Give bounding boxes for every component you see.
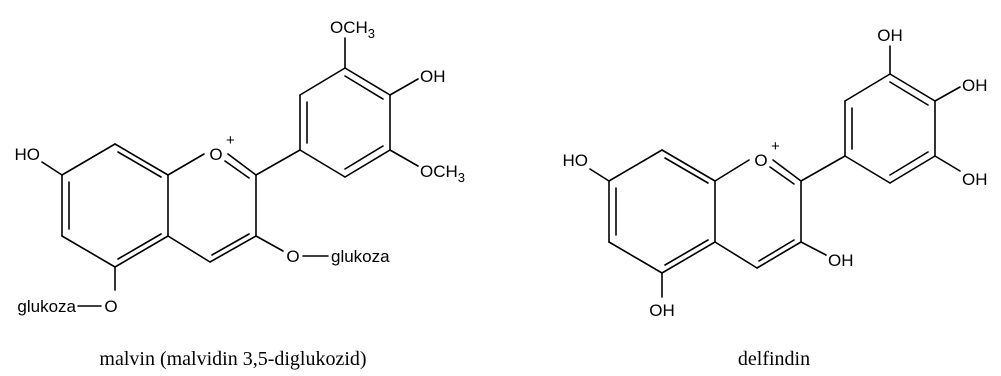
malvin-bond bbox=[255, 235, 284, 252]
malvin-bond bbox=[41, 161, 63, 176]
malvin-bond bbox=[61, 143, 116, 176]
delfinidin-bond bbox=[889, 73, 936, 102]
delfinidin-bond bbox=[934, 86, 961, 102]
malvin-label-glukoza-5: glukoza bbox=[17, 297, 76, 316]
delfinidin-bond bbox=[889, 155, 936, 184]
delfinidin-label-oh-c3: OH bbox=[828, 251, 854, 270]
malvin-label-ho: HO bbox=[15, 145, 41, 164]
delfinidin-bond bbox=[844, 73, 891, 102]
malvin-bond bbox=[389, 78, 419, 96]
malvin-bond bbox=[344, 67, 391, 96]
malvin-caption: malvin (malvidin 3,5-diglukozid) bbox=[99, 348, 366, 370]
malvin-bond bbox=[209, 235, 257, 263]
delfinidin-label-oh-top: OH bbox=[877, 26, 903, 45]
delfinidin-label-oh-c5: OH bbox=[649, 301, 675, 320]
malvin-bond bbox=[255, 149, 301, 176]
malvin-bond bbox=[114, 235, 169, 268]
delfinidin-bond bbox=[756, 241, 802, 269]
delfinidin-double-bond bbox=[889, 81, 929, 106]
malvin-double-bond bbox=[117, 233, 162, 260]
delfinidin-label-oh-bottom-right: OH bbox=[962, 170, 988, 189]
delfinidin-bond bbox=[800, 241, 827, 256]
delfinidin-label-ho: HO bbox=[563, 151, 589, 170]
malvin-label-och3-bottom: OCH3 bbox=[420, 162, 465, 185]
malvin-bond bbox=[299, 149, 346, 178]
delfinidin-caption: delfindin bbox=[738, 348, 810, 370]
delfinidin-bond bbox=[661, 149, 716, 182]
delfinidin-double-bond bbox=[889, 151, 929, 176]
malvin-double-bond bbox=[344, 75, 384, 100]
malvin-bond bbox=[114, 143, 169, 176]
delfinidin-bond bbox=[608, 149, 663, 182]
delfinidin-double-bond bbox=[758, 239, 795, 262]
malvin-label-ring-oxygen: O bbox=[209, 145, 222, 164]
malvin-label-o-5: O bbox=[104, 297, 117, 316]
delfinidin-bond bbox=[608, 241, 663, 274]
malvin-label-o-3: O bbox=[286, 247, 299, 266]
delfinidin-bond bbox=[714, 159, 750, 182]
delfinidin-bond bbox=[661, 241, 716, 274]
malvin-bond bbox=[299, 67, 346, 96]
malvin-structure: HO O + OCH3 OH OCH3 O glukoza glukoza O bbox=[15, 18, 466, 316]
malvin-charge: + bbox=[226, 132, 235, 149]
malvin-double-bond bbox=[117, 151, 162, 178]
malvin-bond bbox=[167, 153, 205, 176]
malvin-bond bbox=[344, 149, 391, 178]
delfinidin-charge: + bbox=[771, 138, 780, 155]
malvin-label-glukoza-3: glukoza bbox=[331, 247, 390, 266]
delfinidin-label-oh-right: OH bbox=[962, 76, 988, 95]
delfinidin-double-bond bbox=[664, 239, 709, 266]
malvin-double-bond bbox=[344, 145, 384, 170]
delfinidin-bond bbox=[800, 155, 846, 182]
malvin-double-bond bbox=[211, 233, 250, 256]
delfinidin-bond bbox=[772, 159, 802, 182]
malvin-bond bbox=[389, 149, 419, 167]
delfinidin-double-bond bbox=[769, 166, 795, 185]
delfinidin-bond bbox=[934, 155, 961, 172]
delfinidin-bond bbox=[844, 155, 891, 184]
malvin-bond bbox=[227, 153, 257, 176]
malvin-double-bond bbox=[224, 160, 250, 179]
malvin-label-och3-top: OCH3 bbox=[330, 18, 375, 41]
delfinidin-bond bbox=[589, 168, 610, 182]
delfinidin-label-ring-oxygen: O bbox=[754, 151, 767, 170]
malvin-bond bbox=[167, 235, 211, 263]
malvin-bond bbox=[61, 235, 116, 268]
delfinidin-double-bond bbox=[664, 157, 709, 184]
malvin-label-oh: OH bbox=[420, 67, 446, 86]
delfinidin-structure: HO O + OH OH OH OH OH bbox=[563, 26, 988, 320]
delfinidin-bond bbox=[714, 241, 758, 269]
